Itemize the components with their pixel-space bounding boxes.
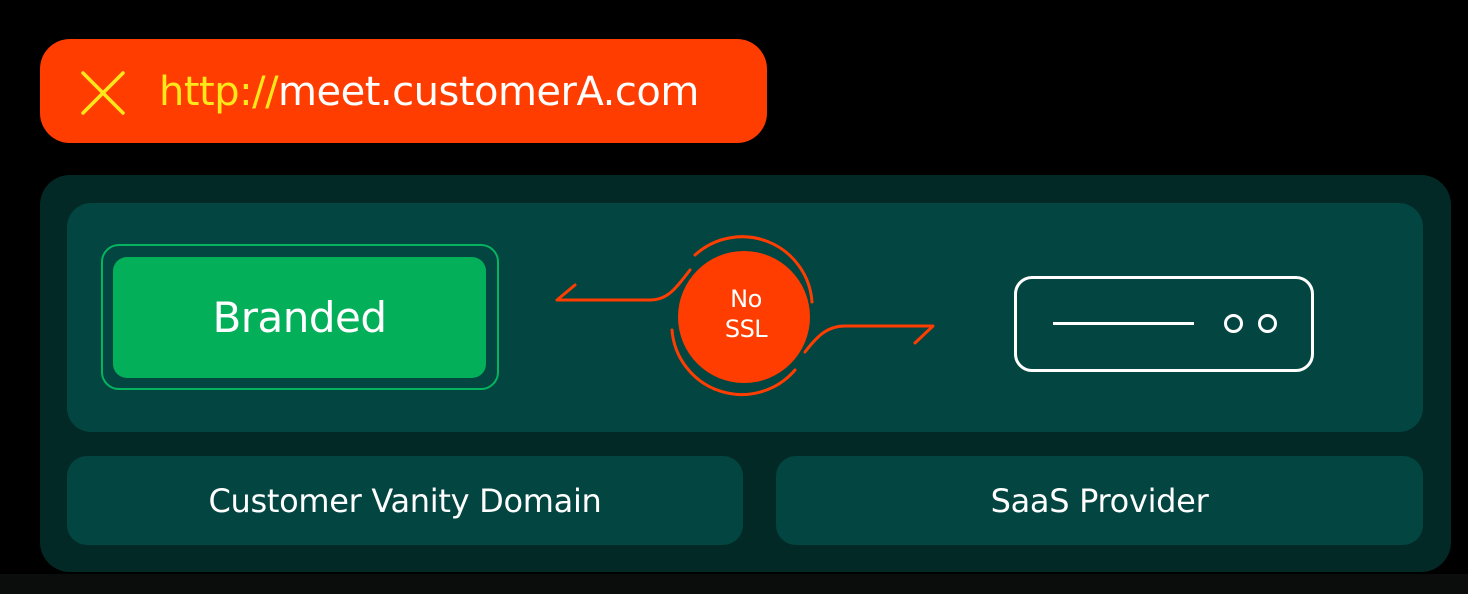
no-ssl-line2: SSL xyxy=(724,315,768,343)
connection-arrows xyxy=(555,235,935,397)
url-host: meet.customerA.com xyxy=(278,69,699,115)
customer-vanity-domain-label: Customer Vanity Domain xyxy=(67,456,743,545)
url-scheme: http:// xyxy=(159,69,279,115)
server-icon xyxy=(1014,276,1314,372)
no-ssl-badge xyxy=(678,251,810,383)
server-light-1 xyxy=(1224,314,1243,333)
x-icon xyxy=(81,71,125,115)
no-ssl-label: No SSL xyxy=(686,284,806,344)
server-slot-line xyxy=(1053,322,1194,325)
no-ssl-line1: No xyxy=(730,285,762,313)
server-light-2 xyxy=(1258,314,1277,333)
url-bar xyxy=(40,39,767,143)
bottom-strip xyxy=(0,574,1468,594)
branded-outline xyxy=(101,244,499,390)
saas-provider-label: SaaS Provider xyxy=(776,456,1423,545)
url-text: http://meet.customerA.com xyxy=(159,68,699,116)
branded-box: Branded xyxy=(113,257,486,378)
